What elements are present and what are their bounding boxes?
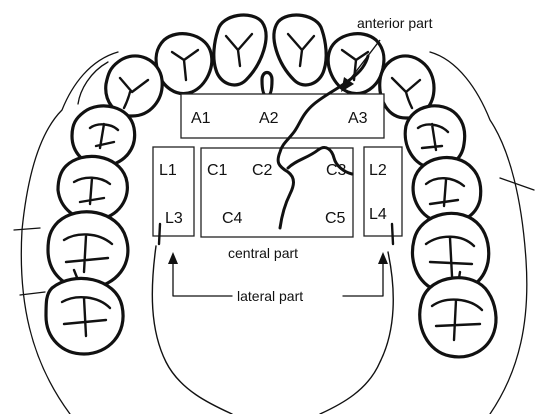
- region-label-l2: L2: [369, 162, 387, 179]
- region-label-c3: C3: [326, 162, 347, 179]
- tooth-incisor-right-central: [274, 15, 326, 85]
- lateral-part-label: lateral part: [237, 288, 303, 304]
- central-part-label: central part: [228, 245, 298, 261]
- incisive-papilla: [262, 73, 272, 97]
- tooth-incisor-right-lateral: [328, 34, 384, 94]
- region-label-l1: L1: [159, 162, 177, 179]
- tooth-molar-left-2: [46, 278, 123, 354]
- tooth-molar-left-1: [48, 212, 128, 288]
- region-label-c1: C1: [207, 162, 228, 179]
- region-label-l3: L3: [165, 210, 183, 227]
- region-label-a2: A2: [259, 110, 279, 127]
- tooth-incisor-left-central: [214, 15, 266, 85]
- region-label-l4: L4: [369, 206, 387, 223]
- region-label-c4: C4: [222, 210, 243, 227]
- anterior-part-label: anterior part: [357, 15, 433, 31]
- region-label-c5: C5: [325, 210, 346, 227]
- tooth-molar-right-2: [420, 278, 496, 357]
- tick-mark-right: [392, 224, 393, 244]
- region-label-c2: C2: [252, 162, 273, 179]
- region-label-a1: A1: [191, 110, 211, 127]
- region-label-a3: A3: [348, 110, 368, 127]
- tick-mark-left: [159, 224, 160, 244]
- tooth-incisor-left-lateral: [156, 34, 212, 94]
